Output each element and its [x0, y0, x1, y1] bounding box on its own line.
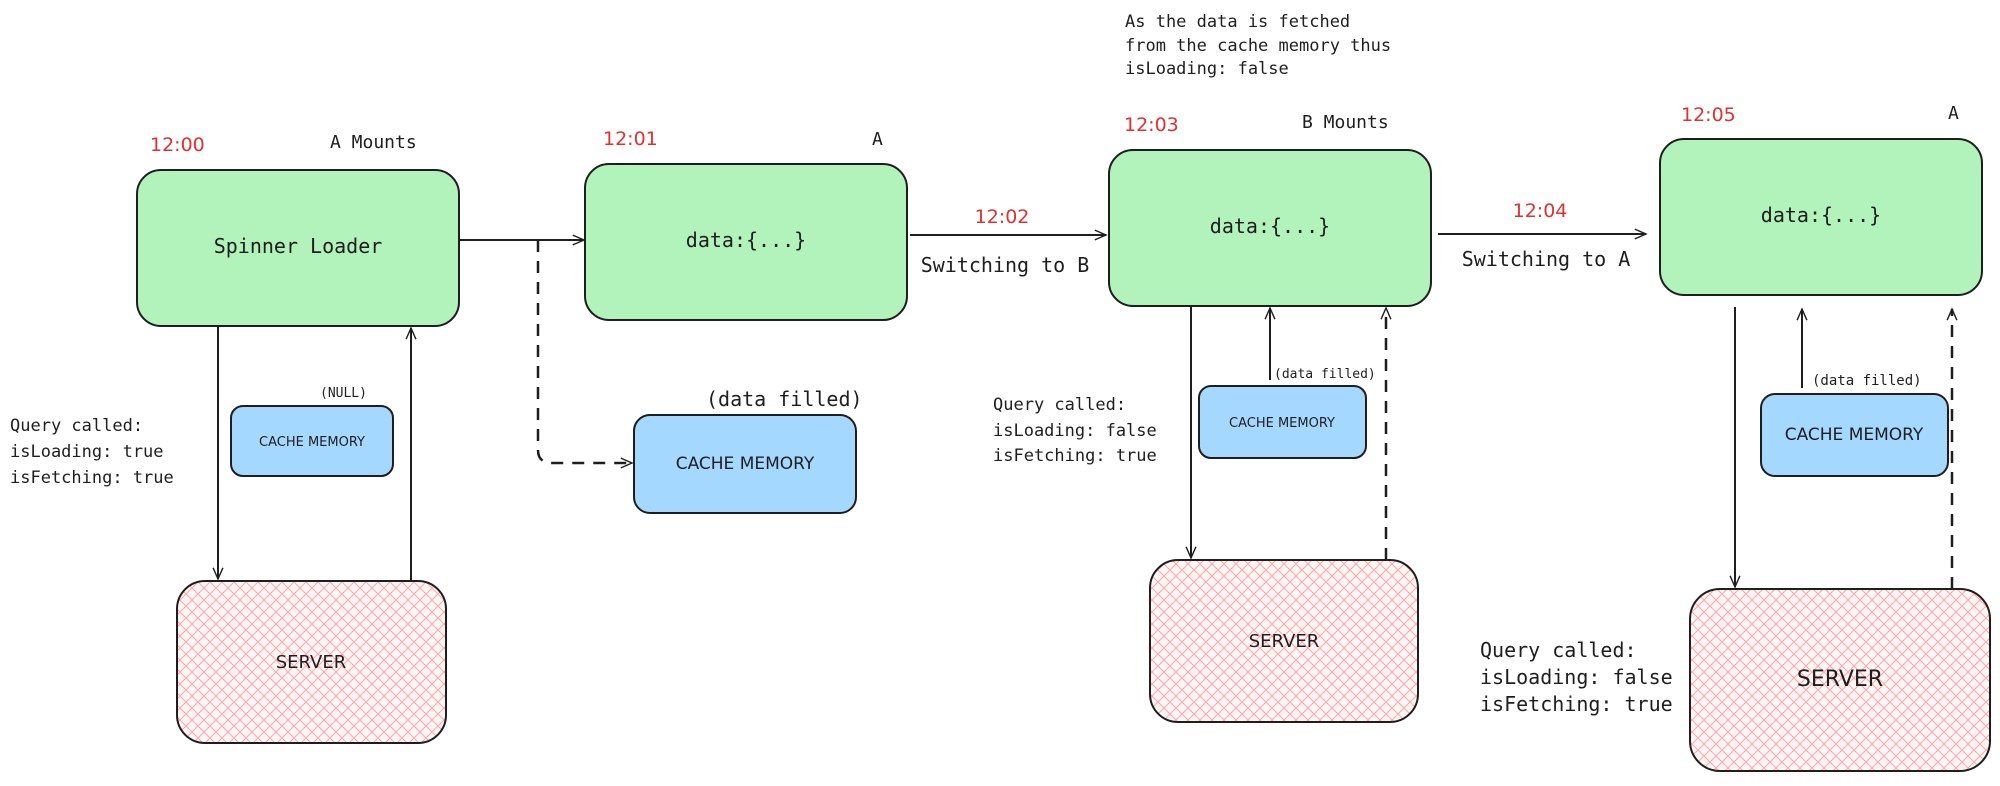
- data-filled-label-1: (data filled): [706, 387, 863, 411]
- switching-to-b-label: Switching to B: [921, 253, 1090, 277]
- cache-memory-box-1: CACHE MEMORY: [230, 405, 394, 477]
- cache-memory-text-1: CACHE MEMORY: [259, 435, 365, 450]
- null-label: (NULL): [320, 386, 367, 401]
- time-label-1205: 12:05: [1681, 104, 1736, 126]
- query-note-1: Query called: isLoading: true isFetching…: [10, 416, 174, 488]
- b-mounts-label: B Mounts: [1302, 112, 1389, 133]
- dashed-arrow-to-cache: [536, 240, 632, 463]
- data-filled-label-2: (data filled): [1274, 367, 1376, 382]
- time-label-1200: 12:00: [150, 134, 205, 156]
- spinner-loader-text: Spinner Loader: [214, 234, 383, 258]
- data-box-1201: data:{...}: [584, 163, 908, 321]
- cache-memory-box-4: CACHE MEMORY: [1760, 393, 1949, 477]
- cache-memory-text-2: CACHE MEMORY: [676, 454, 815, 474]
- data-box-1203: data:{...}: [1108, 149, 1432, 307]
- a-mounts-label: A Mounts: [330, 132, 417, 153]
- a-label-1201: A: [872, 129, 883, 150]
- time-label-1203: 12:03: [1124, 114, 1179, 136]
- cache-fetch-note: As the data is fetched from the cache me…: [1125, 12, 1401, 79]
- switching-to-a-label: Switching to A: [1462, 247, 1631, 271]
- time-label-1204: 12:04: [1513, 200, 1568, 222]
- server-text-3: SERVER: [1797, 667, 1883, 692]
- server-box-2: SERVER: [1149, 559, 1419, 723]
- data-text-1205: data:{...}: [1761, 203, 1881, 227]
- cache-memory-box-2: CACHE MEMORY: [633, 414, 857, 514]
- query-note-3: Query called: isLoading: false isFetchin…: [1480, 638, 1685, 716]
- server-text-1: SERVER: [276, 652, 347, 673]
- time-label-1202: 12:02: [975, 206, 1030, 228]
- cache-memory-text-4: CACHE MEMORY: [1785, 425, 1924, 445]
- server-box-1: SERVER: [176, 580, 447, 744]
- time-label-1201: 12:01: [603, 128, 658, 150]
- spinner-loader-box: Spinner Loader: [136, 169, 460, 327]
- cache-memory-text-3: CACHE MEMORY: [1229, 416, 1335, 431]
- data-box-1205: data:{...}: [1659, 138, 1983, 296]
- server-text-2: SERVER: [1249, 631, 1320, 652]
- cache-memory-box-3: CACHE MEMORY: [1198, 385, 1367, 459]
- data-filled-label-3: (data filled): [1812, 373, 1922, 389]
- data-text-1203: data:{...}: [1210, 214, 1330, 238]
- data-text-1201: data:{...}: [686, 228, 806, 252]
- server-box-3: SERVER: [1689, 588, 1991, 772]
- a-label-1205: A: [1948, 103, 1959, 124]
- query-note-2: Query called: isLoading: false isFetchin…: [993, 395, 1167, 466]
